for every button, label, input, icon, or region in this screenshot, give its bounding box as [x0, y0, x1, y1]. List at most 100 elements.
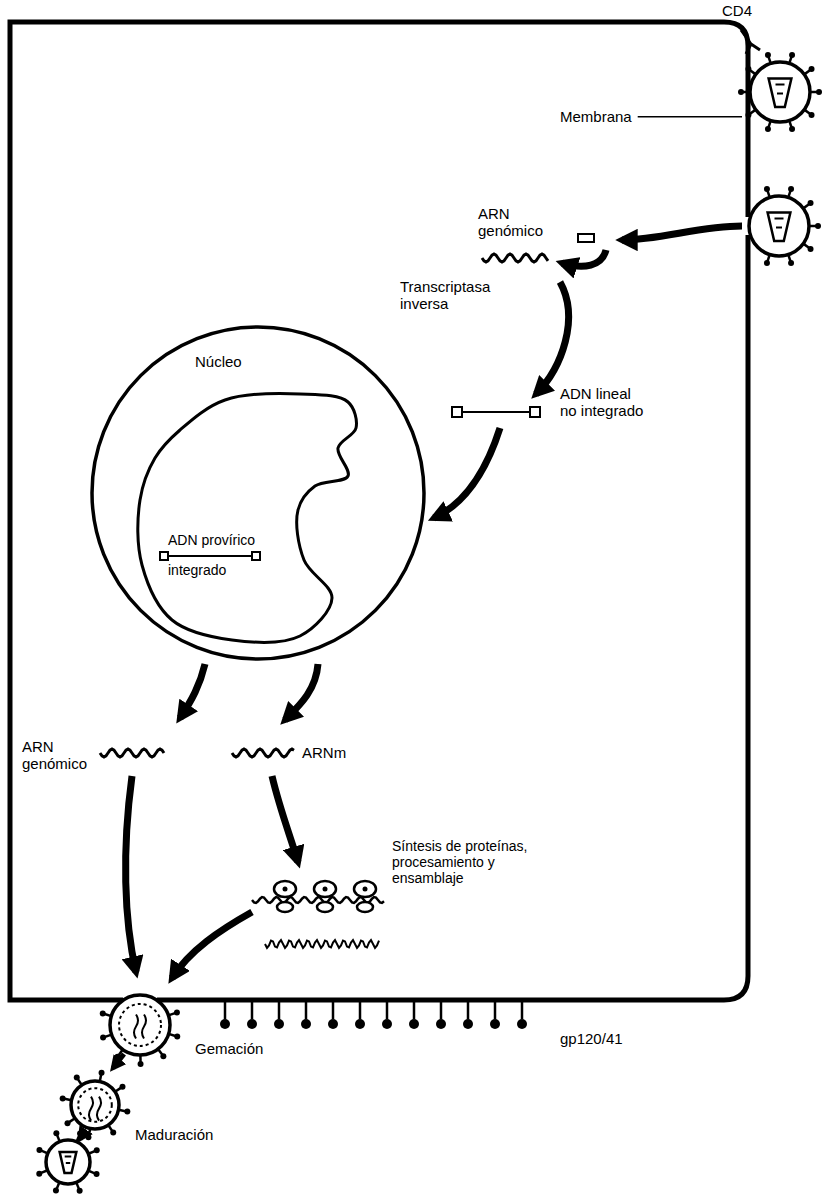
gp120-stem	[440, 1002, 443, 1019]
virus-spike-head	[100, 1035, 106, 1041]
virus-spike-head	[174, 1009, 180, 1015]
virus-core	[119, 1004, 161, 1046]
process-arrow	[272, 776, 298, 862]
ltr-box	[252, 552, 260, 560]
virus-spike-head	[738, 89, 744, 95]
ribosome-dot	[283, 887, 288, 892]
virus-spike-head	[765, 126, 771, 132]
dna-linear	[462, 411, 530, 413]
cell: MembranaNúcleoADN provírico integrado	[10, 22, 748, 1000]
gp120-stem	[521, 1002, 524, 1019]
process-arrow	[80, 1130, 86, 1139]
virus-spike-head	[53, 1130, 59, 1136]
protein-label: gp120/41	[560, 1030, 623, 1047]
stage-label: ARN genómico	[22, 738, 97, 773]
gp120-stem	[413, 1002, 416, 1019]
leader-line	[638, 116, 742, 118]
gp120-head	[328, 1019, 338, 1029]
gp120-stem	[494, 1002, 497, 1019]
virus-spike-head	[138, 1061, 144, 1067]
gp120-stem	[224, 1002, 227, 1019]
virus-spike-head	[36, 1171, 42, 1177]
virus-particle	[60, 1070, 131, 1141]
virus-genome	[775, 219, 784, 228]
virus-capsid	[768, 213, 791, 242]
mrna-strand	[232, 749, 294, 757]
virus-spike-head	[77, 1188, 83, 1194]
ltr-box	[530, 407, 540, 417]
virus-spike-head	[789, 52, 795, 58]
virus-envelope	[110, 995, 170, 1055]
gp120-head	[463, 1019, 473, 1029]
virus-capsid	[769, 79, 792, 108]
virus-genome	[134, 1015, 146, 1039]
stage-label: Síntesis de proteínas, procesamiento y e…	[392, 838, 532, 886]
dna-provirus	[168, 555, 252, 557]
virus-particle	[738, 52, 822, 132]
virus-spike-head	[809, 112, 815, 118]
virus-spike-head	[808, 200, 814, 206]
virus-particle	[749, 186, 821, 266]
virus-spike-head	[764, 186, 770, 192]
virus-spike-head	[36, 1147, 42, 1153]
gp120-stem	[251, 1002, 254, 1019]
virus-spike-head	[788, 260, 794, 266]
process-arrow	[622, 226, 742, 240]
gp120-head	[301, 1019, 311, 1029]
process-arrow	[126, 776, 136, 972]
ribosome-small	[317, 902, 333, 912]
virus-spike-head	[85, 1134, 91, 1140]
process-arrow	[180, 664, 205, 718]
virus-genome	[65, 1157, 72, 1164]
virus-spike-head	[788, 186, 794, 192]
process-arrow	[285, 664, 318, 720]
virus-spike-head	[815, 223, 821, 229]
virus-spike-head	[745, 112, 751, 118]
virus-particle	[100, 995, 181, 1067]
virus-spike-head	[160, 1053, 166, 1059]
process-arrow	[562, 250, 606, 266]
stage-label: Gemación	[195, 1040, 263, 1057]
stage-label: Maduración	[135, 1126, 213, 1143]
rna-strand	[100, 749, 164, 757]
polypeptide	[265, 940, 379, 948]
gp120-stem	[467, 1002, 470, 1019]
process-arrow	[113, 1054, 124, 1068]
virus-spike-head	[120, 1084, 126, 1090]
virus-capsid	[60, 1152, 77, 1173]
virus-spike-head	[764, 260, 770, 266]
virus-envelope	[71, 1081, 119, 1129]
virus-spike-head	[100, 1010, 106, 1016]
process-arrow	[434, 428, 500, 518]
ribosome-large	[274, 881, 296, 897]
stage-label: ARN genómico	[478, 205, 553, 240]
gp120-head	[382, 1019, 392, 1029]
virus-envelope	[46, 1140, 90, 1184]
ribosome-small	[357, 902, 373, 912]
gp120-head	[220, 1019, 230, 1029]
stage-label: ADN lineal no integrado	[560, 385, 646, 420]
ribosome-large	[354, 881, 376, 897]
nucleus-outline	[90, 325, 426, 661]
process-arrow	[536, 282, 569, 394]
gp120-stem	[305, 1002, 308, 1019]
nucleus-envelope	[92, 327, 424, 659]
virus-genome	[776, 85, 785, 94]
virus-spike-head	[124, 1109, 130, 1115]
ltr-box	[160, 552, 168, 560]
virus-spike-head	[174, 1034, 180, 1040]
virus-spike-head	[809, 66, 815, 72]
virus-spike-head	[789, 126, 795, 132]
ribosome-large	[314, 881, 336, 897]
nucleus-label: Núcleo	[195, 353, 242, 370]
gp120-head	[517, 1019, 527, 1029]
gp120-head	[436, 1019, 446, 1029]
virus-envelope	[749, 196, 809, 256]
stage-label: ARNm	[302, 744, 346, 761]
virus-spike-head	[110, 1130, 116, 1136]
gp120-head	[355, 1019, 365, 1029]
chromatin	[138, 393, 357, 642]
virus-spike-head	[64, 1120, 70, 1126]
virus-spike-head	[808, 246, 814, 252]
